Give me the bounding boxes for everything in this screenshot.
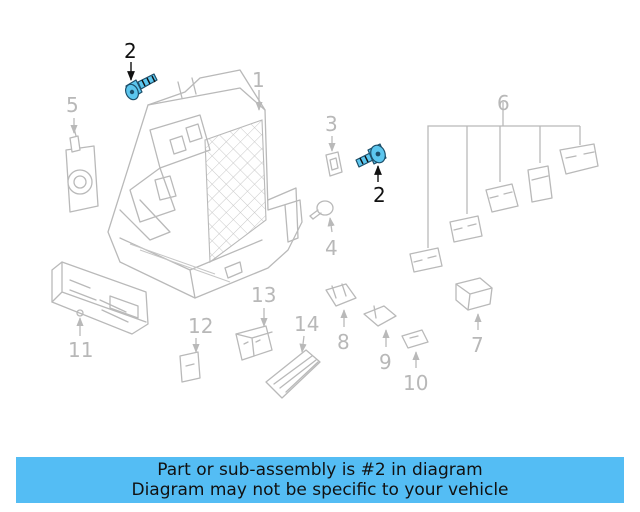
callout-3: 3 <box>325 112 338 136</box>
part-3-clip <box>325 151 343 177</box>
callout-2-right: 2 <box>373 183 386 207</box>
leader-4 <box>327 217 335 233</box>
callout-1: 1 <box>252 68 265 92</box>
callout-13: 13 <box>251 283 276 307</box>
part-8-fuse <box>325 283 357 307</box>
callout-6: 6 <box>497 91 510 115</box>
callout-10: 10 <box>403 371 428 395</box>
callout-2-left: 2 <box>124 39 137 63</box>
part-11-module <box>51 261 149 335</box>
callout-7: 7 <box>471 333 484 357</box>
part-9-connector <box>363 305 397 327</box>
parts-diagram: 1 2 2 3 4 5 <box>51 39 599 399</box>
part-2-bolt-left <box>124 73 158 101</box>
callout-8: 8 <box>337 330 350 354</box>
part-13-relay <box>235 325 273 361</box>
part-5-buzzer <box>65 127 99 213</box>
part-14-fuse-strip <box>265 349 321 399</box>
callout-11: 11 <box>68 338 93 362</box>
callout-12: 12 <box>188 314 213 338</box>
callout-4: 4 <box>325 236 338 260</box>
part-12-sensor <box>179 351 201 383</box>
info-banner: Part or sub-assembly is #2 in diagram Di… <box>16 457 624 503</box>
part-6-relays <box>409 102 599 273</box>
callout-14: 14 <box>294 312 319 336</box>
leader-14 <box>299 335 307 353</box>
part-1-housing <box>107 69 303 299</box>
part-2-bolt-right <box>355 143 387 168</box>
callout-9: 9 <box>379 350 392 374</box>
callout-5: 5 <box>66 93 79 117</box>
banner-line-2: Diagram may not be specific to your vehi… <box>131 480 509 500</box>
part-7-relay <box>455 277 493 311</box>
banner-line-1: Part or sub-assembly is #2 in diagram <box>157 460 483 480</box>
part-10-fuse-clip <box>401 329 429 349</box>
part-4-screw <box>309 200 334 220</box>
